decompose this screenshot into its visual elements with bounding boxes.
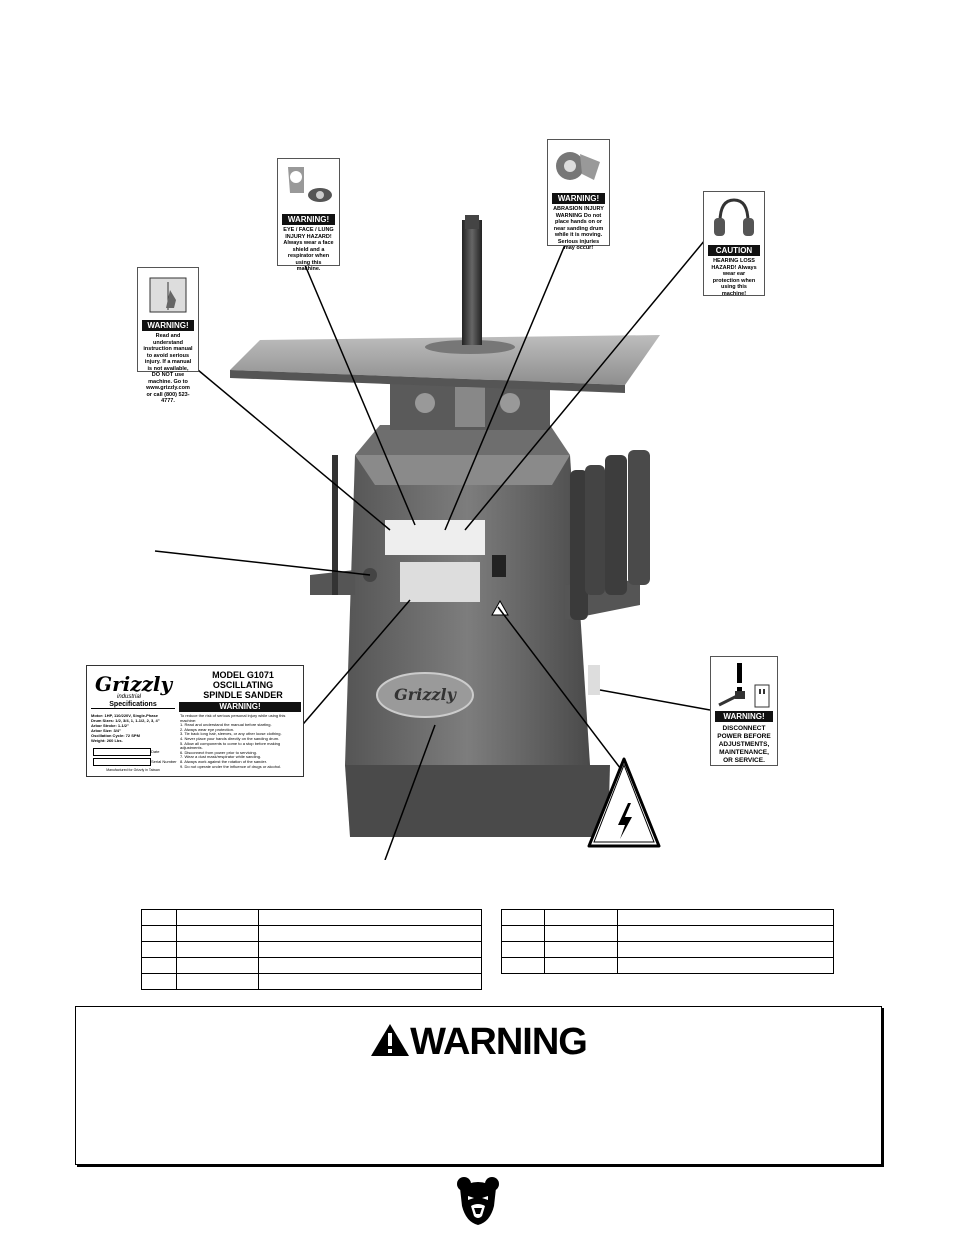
label-text: ABRASION INJURY WARNING Do not place han… xyxy=(553,206,604,251)
brand-sub: industrial xyxy=(117,694,142,700)
label-header: WARNING! xyxy=(142,320,194,331)
spec-item: Drum Sizes: 1/2, 3/4, 1, 1-1/2, 2, 3, 4" xyxy=(91,718,160,723)
table-row xyxy=(501,957,834,974)
table-row xyxy=(501,909,834,926)
spec-item: Motor: 1HP, 110/220V, Single-Phase xyxy=(91,713,158,718)
warning-item: 1. Read and understand the manual before… xyxy=(180,722,272,728)
table-row xyxy=(141,941,482,958)
specs-title: Specifications xyxy=(91,701,175,709)
warning-heading: WARNING xyxy=(76,1021,881,1064)
warning-triangle-icon xyxy=(371,1024,410,1056)
plug-outlet-icon xyxy=(715,661,773,709)
label-text: Read and understand instruction manual t… xyxy=(143,333,193,404)
label-text: HEARING LOSS HAZARD! Always wear ear pro… xyxy=(711,258,757,297)
label-table-right xyxy=(501,909,834,974)
label-text: EYE / FACE / LUNG INJURY HAZARD! Always … xyxy=(283,227,334,272)
electrical-hazard-icon xyxy=(587,755,661,850)
warning-item: 2. Always wear eye protection. xyxy=(180,726,235,732)
specs-list: Motor: 1HP, 110/220V, Single-Phase Drum … xyxy=(91,713,177,743)
warning-box: WARNING xyxy=(75,1006,882,1165)
spec-item: Arbor Size: 3/4" xyxy=(91,728,121,733)
machine-id-label: Grizzly industrial MODEL G1071 OSCILLATI… xyxy=(86,665,304,777)
warning-item: 6. Disconnect from power prior to servic… xyxy=(180,749,257,755)
warning-intro: To reduce the risk of serious personal i… xyxy=(180,713,286,723)
date-label: Date xyxy=(151,749,160,754)
table-row xyxy=(141,957,482,974)
label-table-left xyxy=(141,909,482,990)
ear-protection-icon xyxy=(708,196,760,241)
disconnect-warning-label: WARNING! DISCONNECT POWER BEFORE ADJUSTM… xyxy=(710,656,778,766)
hearing-caution-label: CAUTION HEARING LOSS HAZARD! Always wear… xyxy=(703,191,765,297)
manual-warning-label: WARNING! Read and understand instruction… xyxy=(137,267,199,404)
model-line-3: SPINDLE SANDER xyxy=(203,690,283,700)
spec-item: Arbor Stroke: 1-1/2" xyxy=(91,723,129,728)
warning-item: 5. Allow all components to come to a sto… xyxy=(180,740,281,751)
warning-title: WARNING xyxy=(410,1021,588,1063)
table-row xyxy=(501,941,834,958)
label-header: WARNING! xyxy=(282,214,335,225)
table-row xyxy=(141,973,482,990)
table-row xyxy=(141,909,482,926)
hand-abrasion-icon xyxy=(552,144,605,189)
made-in: Manufactured for Grizzly in Taiwan xyxy=(106,768,160,772)
warning-item: 9. Do not operate under the influence of… xyxy=(180,763,282,769)
warning-item: 4. Never place your hands directly on th… xyxy=(180,735,280,741)
grizzly-logo: Grizzly xyxy=(95,672,173,696)
abrasion-warning-label: WARNING! ABRASION INJURY WARNING Do not … xyxy=(547,139,610,251)
eye-warning-label: WARNING! EYE / FACE / LUNG INJURY HAZARD… xyxy=(277,158,340,272)
label-header: WARNING! xyxy=(552,193,605,204)
warning-item: 8. Always work against the rotation of t… xyxy=(180,758,267,764)
machine-label-warnings: To reduce the risk of serious personal i… xyxy=(180,713,302,769)
read-manual-icon xyxy=(142,272,194,316)
serial-label: Serial Number xyxy=(151,759,177,764)
model-line-1: MODEL G1071 xyxy=(212,670,274,680)
nameplate-text: Grizzly xyxy=(394,685,457,704)
spec-item: Oscillation Cycle: 72 SPM xyxy=(91,733,140,738)
label-header: CAUTION xyxy=(708,245,760,256)
table-row xyxy=(501,925,834,942)
label-text: DISCONNECT POWER BEFORE ADJUSTMENTS, MAI… xyxy=(717,725,771,764)
table-row xyxy=(141,925,482,942)
spindle-sander-illustration: Grizzly xyxy=(154,215,711,861)
grizzly-bear-logo-icon xyxy=(456,1176,500,1226)
model-line-2: OSCILLATING xyxy=(212,680,274,690)
label-header: WARNING! xyxy=(715,711,773,722)
face-shield-respirator-icon xyxy=(282,163,335,211)
warning-item: 7. Wear a dust mask/respirator while san… xyxy=(180,754,262,760)
warning-item: 3. Tie back long hair, sleeves, or any o… xyxy=(180,731,282,737)
spec-item: Weight: 260 Lbs. xyxy=(91,738,123,743)
machine-label-warning-header: WARNING! xyxy=(179,702,301,712)
